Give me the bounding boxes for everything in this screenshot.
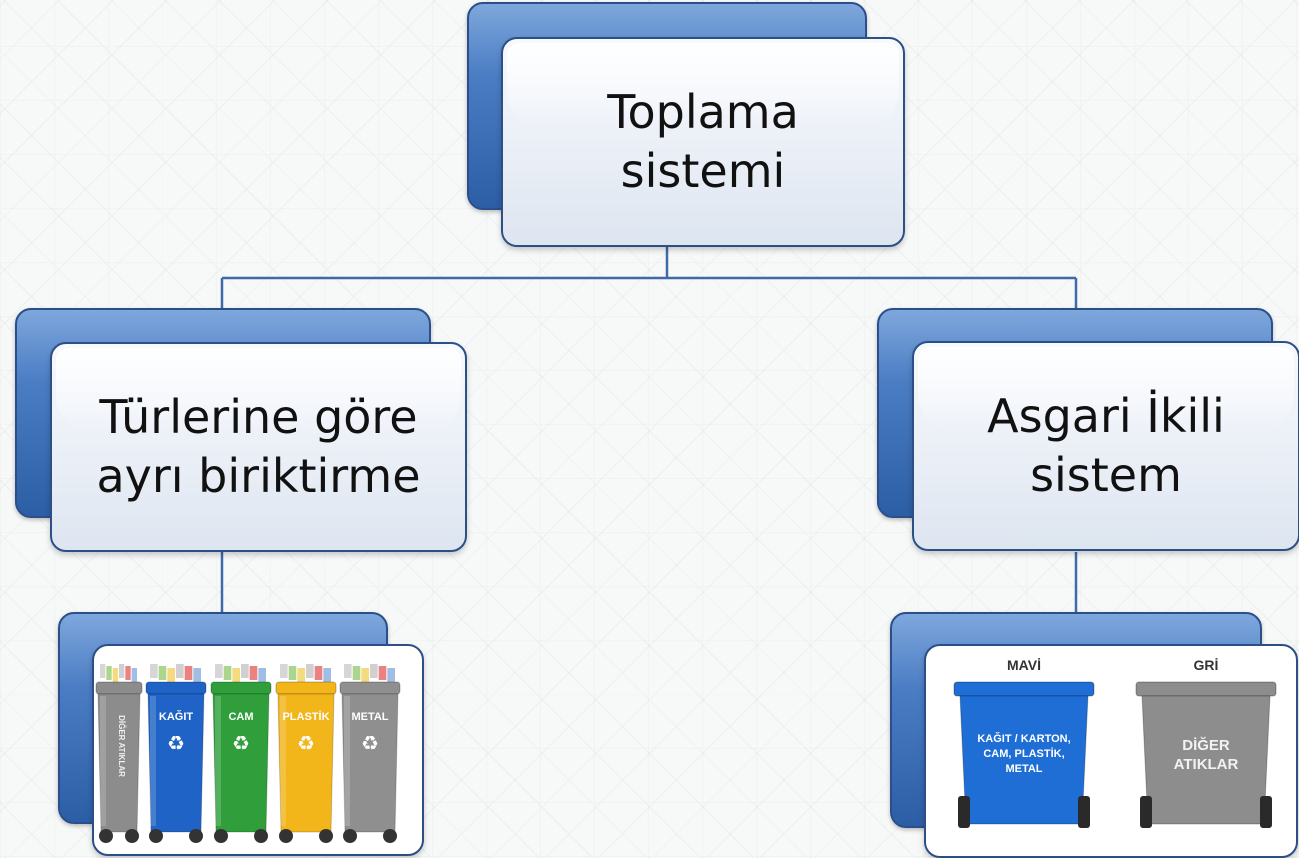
- right-node: Asgari İkili sistem: [912, 341, 1299, 551]
- root-node: Toplama sistemi: [501, 37, 905, 247]
- bin-header: GRİ: [1194, 657, 1219, 673]
- right-image-node: MAVİ KAĞIT / KARTON, CAM, PLASTİK, METAL GRİ…: [924, 644, 1298, 858]
- bin-1: DİĞER ATIKLAR: [95, 664, 143, 843]
- bin-label: CAM, PLASTİK,: [983, 747, 1064, 760]
- left-node-label: Türlerine göre ayrı biriktirme: [96, 390, 421, 503]
- wheel: [319, 829, 333, 843]
- bin-label: KAĞIT: [159, 710, 194, 723]
- recycling-bins-illustration: DİĞER ATIKLAR KAĞIT ♻ CAM ♻ PLASTİK ♻ METAL ♻: [95, 664, 401, 843]
- bin-label: METAL: [1005, 763, 1042, 775]
- recycle-icon: ♻: [361, 731, 379, 755]
- recycle-icon: ♻: [167, 731, 185, 755]
- wheel: [279, 829, 293, 843]
- wheel: [99, 829, 113, 843]
- wheel: [383, 829, 397, 843]
- bin-label: PLASTİK: [282, 710, 329, 723]
- bin-3: CAM ♻: [210, 664, 272, 843]
- two-bin-illustration: MAVİ KAĞIT / KARTON, CAM, PLASTİK, METAL GRİ…: [953, 657, 1277, 828]
- bin-header: MAVİ: [1007, 657, 1041, 673]
- wheel: [149, 829, 163, 843]
- bin-label: DİĞER: [1182, 736, 1230, 754]
- left-image-node: DİĞER ATIKLAR KAĞIT ♻ CAM ♻ PLASTİK ♻ METAL ♻: [92, 644, 424, 856]
- wheel: [343, 829, 357, 843]
- bin-2: KAĞIT ♻: [145, 664, 207, 843]
- bin-label: METAL: [351, 711, 388, 723]
- bin-2: GRİ DİĞER ATIKLAR: [1135, 657, 1277, 828]
- right-node-label: Asgari İkili sistem: [987, 389, 1225, 502]
- wheel: [214, 829, 228, 843]
- bin-label: ATIKLAR: [1174, 756, 1239, 773]
- recycle-icon: ♻: [297, 731, 315, 755]
- left-node: Türlerine göre ayrı biriktirme: [50, 342, 467, 552]
- recycle-icon: ♻: [232, 731, 250, 755]
- wheel: [125, 829, 139, 843]
- wheel: [189, 829, 203, 843]
- bin-5: METAL ♻: [339, 664, 401, 843]
- bin-label: KAĞIT / KARTON,: [977, 732, 1070, 745]
- bin-4: PLASTİK ♻: [275, 664, 337, 843]
- root-node-label: Toplama sistemi: [607, 85, 799, 198]
- bin-label: CAM: [228, 711, 253, 723]
- bin-1: MAVİ KAĞIT / KARTON, CAM, PLASTİK, METAL: [953, 657, 1095, 828]
- wheel: [254, 829, 268, 843]
- bin-label: DİĞER ATIKLAR: [117, 715, 126, 777]
